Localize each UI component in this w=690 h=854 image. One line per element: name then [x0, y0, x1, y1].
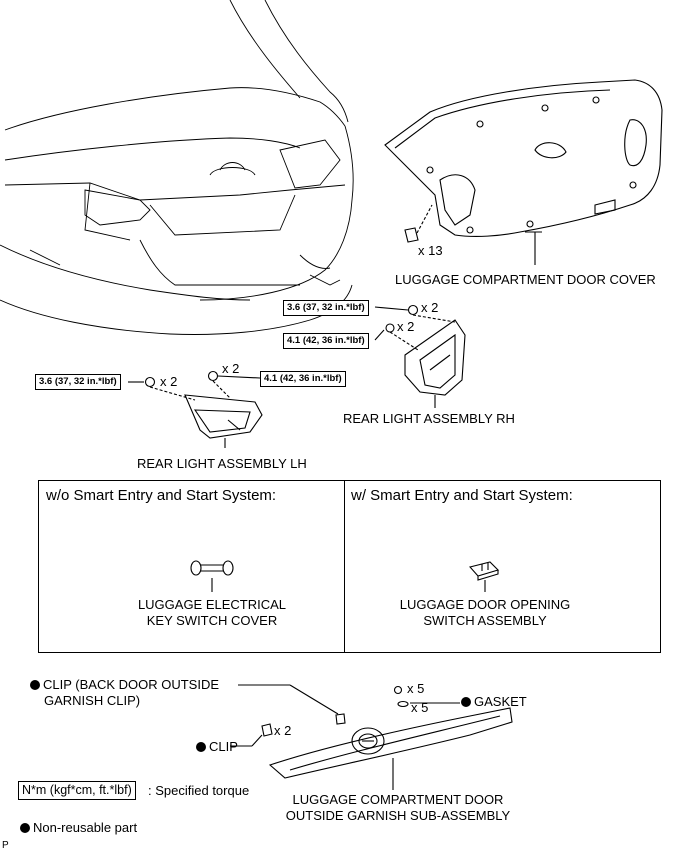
rear-light-rh-drawing	[374, 304, 466, 408]
gasket-qty-bottom: x 5	[411, 700, 429, 715]
door-cover-qty: x 13	[418, 243, 443, 258]
garnish-label-2: OUTSIDE GARNISH SUB-ASSEMBLY	[285, 808, 511, 823]
opening-switch-drawing	[468, 561, 500, 592]
rear-light-lh-drawing	[128, 370, 263, 448]
clip-back-door-label-1: CLIP (BACK DOOR OUTSIDE	[30, 677, 219, 693]
lh-nut-qty: x 2	[160, 374, 178, 389]
key-switch-cover-label-2: KEY SWITCH COVER	[146, 613, 278, 628]
opening-switch-label-2: SWITCH ASSEMBLY	[423, 613, 547, 628]
panel-left-title: w/o Smart Entry and Start System:	[46, 487, 277, 504]
gasket-label: GASKET	[461, 694, 527, 710]
key-switch-cover-drawing	[190, 560, 234, 592]
torque-lh-left: 3.6 (37, 32 in.*lbf)	[35, 374, 121, 390]
non-reusable-dot-icon	[20, 823, 30, 833]
rear-light-rh-label: REAR LIGHT ASSEMBLY RH	[343, 411, 515, 426]
legend-torque-text: : Specified torque	[148, 783, 250, 798]
rear-light-lh-label: REAR LIGHT ASSEMBLY LH	[137, 456, 307, 471]
panel-right-title: w/ Smart Entry and Start System:	[351, 487, 573, 504]
door-cover-label: LUGGAGE COMPARTMENT DOOR COVER	[395, 272, 656, 287]
clip-label: CLIP	[196, 739, 238, 755]
torque-lh-right: 4.1 (42, 36 in.*lbf)	[260, 371, 346, 387]
variant-panels	[38, 480, 661, 653]
vehicle-rear-outline	[0, 0, 354, 335]
opening-switch-label-1: LUGGAGE DOOR OPENING	[399, 597, 571, 612]
gasket-qty-top: x 5	[407, 681, 425, 696]
garnish-drawing	[230, 684, 513, 790]
clip-qty: x 2	[274, 723, 292, 738]
panel-divider	[344, 481, 345, 652]
non-reusable-dot-icon	[461, 697, 471, 707]
torque-rh-lower: 4.1 (42, 36 in.*lbf)	[283, 333, 369, 349]
garnish-label-1: LUGGAGE COMPARTMENT DOOR	[292, 792, 504, 807]
clip-back-door-label-2: GARNISH CLIP)	[44, 693, 141, 708]
legend-torque-unit: N*m (kgf*cm, ft.*lbf)	[18, 781, 136, 800]
non-reusable-dot-icon	[196, 742, 206, 752]
door-cover-drawing	[384, 79, 663, 265]
key-switch-cover-label-1: LUGGAGE ELECTRICAL	[137, 597, 287, 612]
legend-non-reusable: Non-reusable part	[20, 820, 137, 836]
page-marker: P	[2, 840, 9, 851]
lh-bolt-qty: x 2	[222, 361, 240, 376]
torque-rh-upper: 3.6 (37, 32 in.*lbf)	[283, 300, 369, 316]
rh-nut-qty: x 2	[421, 300, 439, 315]
non-reusable-dot-icon	[30, 680, 40, 690]
rh-bolt-qty: x 2	[397, 319, 415, 334]
